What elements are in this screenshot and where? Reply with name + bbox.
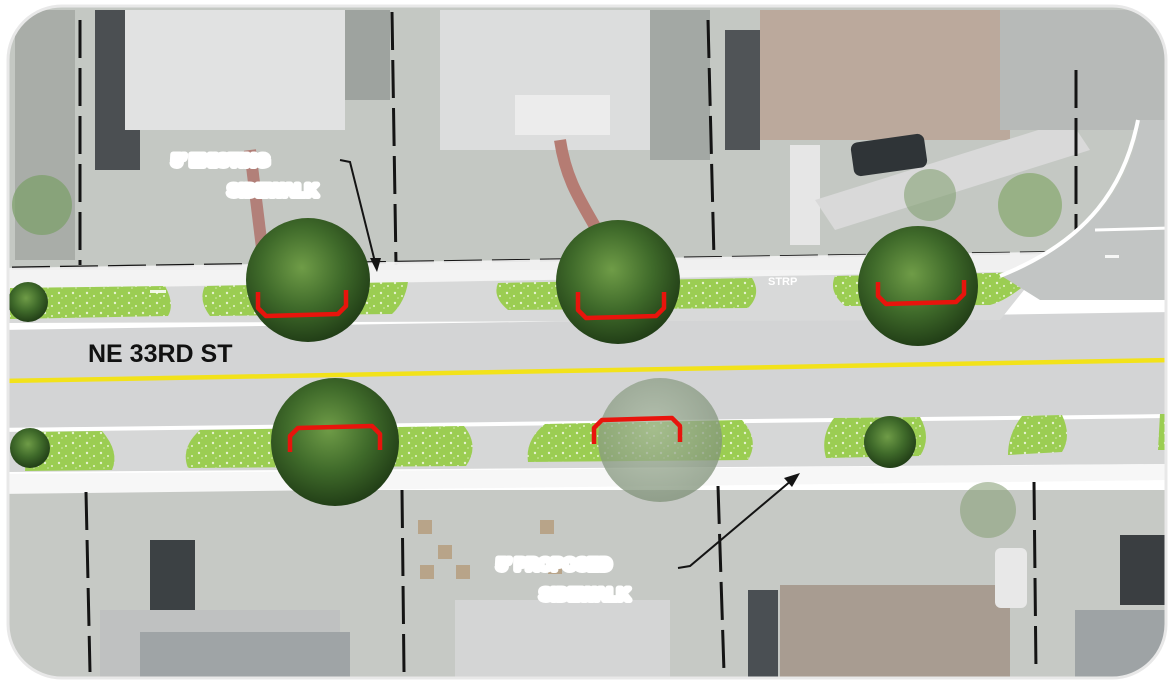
existing-callout-line2: SIDEWALK (228, 181, 318, 200)
corner-curb-return (1000, 120, 1166, 300)
bump-outs (255, 280, 967, 452)
bump-out (875, 280, 967, 307)
bioswale (1008, 415, 1067, 455)
street-tree-faded (598, 378, 722, 502)
street-tree-small (864, 416, 916, 468)
proposed-leader-line (677, 479, 793, 569)
south-parcels (100, 482, 1166, 678)
proposed-callout-line1: 5’ PROPOSED (497, 555, 611, 574)
proposed-callout-line2: SIDEWALK (540, 585, 630, 604)
existing-arrowhead (370, 258, 381, 272)
bump-out (591, 415, 683, 444)
street-tree (246, 218, 370, 342)
north-parcels (12, 10, 1166, 260)
existing-leader-line (339, 159, 376, 263)
stop-bar-text: STRP (768, 276, 797, 288)
bump-out (575, 292, 667, 321)
street-tree (858, 226, 978, 346)
bioswale (10, 286, 171, 319)
street-tree (271, 378, 399, 506)
proposed-arrowhead (784, 473, 800, 487)
south-property-lines (84, 481, 1038, 673)
shrub (8, 282, 48, 322)
existing-callout-line1: 5’ EXISTING (172, 151, 269, 170)
street-tree (556, 220, 680, 344)
proposed-sidewalk-callout: 5’ PROPOSED SIDEWALK (494, 473, 800, 607)
existing-sidewalk-callout: 5’ EXISTING SIDEWALK (169, 148, 381, 272)
street-trees (8, 218, 978, 506)
shrub (10, 428, 50, 468)
bump-out (255, 290, 349, 319)
bump-out (287, 423, 383, 452)
frame-border (6, 4, 1168, 680)
street-name-label: NE 33RD ST (88, 340, 232, 368)
yellow-centerline (8, 357, 1166, 384)
